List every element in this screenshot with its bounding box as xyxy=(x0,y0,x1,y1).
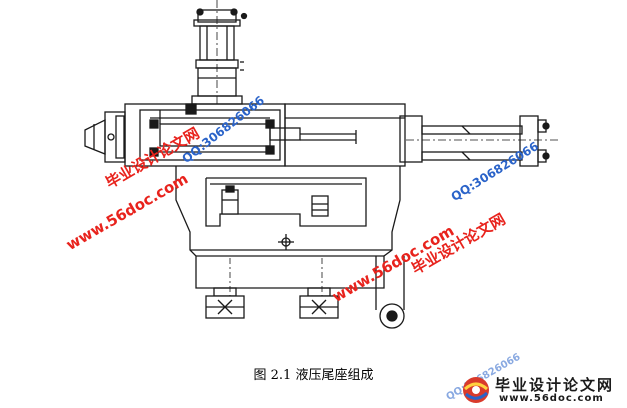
base-feet xyxy=(205,256,405,329)
quill-nose xyxy=(84,111,126,163)
figure-caption: 图 2.1 液压尾座组成 xyxy=(253,368,374,383)
right-housing xyxy=(284,103,560,167)
sleeve-body xyxy=(124,103,357,167)
base-casting xyxy=(175,166,401,289)
site-logo: 毕业设计论文网 www.56doc.com xyxy=(455,372,627,408)
globe-logo-icon xyxy=(463,377,489,403)
top-cylinder xyxy=(191,0,248,105)
logo-url: www.56doc.com xyxy=(499,393,604,404)
logo-title: 毕业设计论文网 xyxy=(495,376,615,394)
